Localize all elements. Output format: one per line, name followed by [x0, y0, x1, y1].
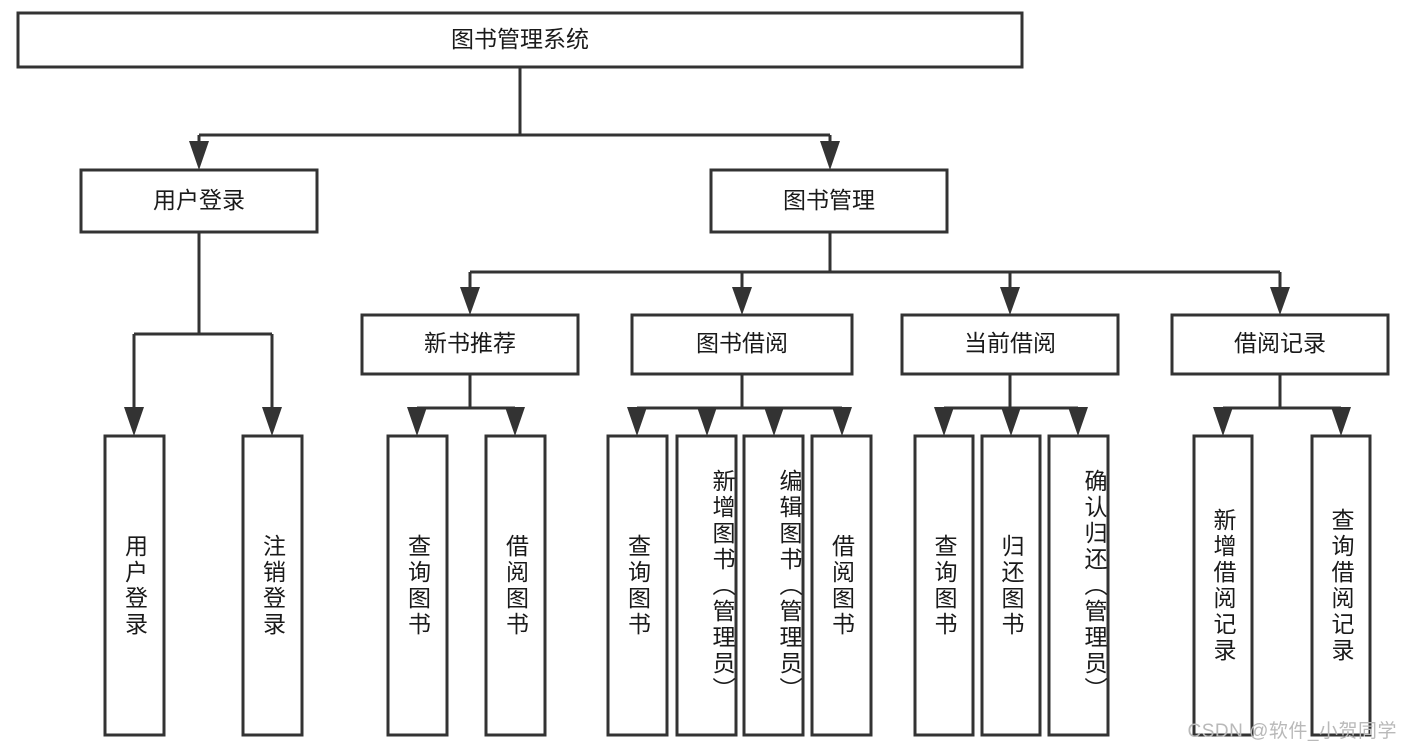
connector-root-to-level2 [189, 67, 840, 170]
node-borrow-record[interactable] [1170, 313, 1390, 376]
arrow-head-icon [189, 141, 209, 170]
arrow-head-icon [505, 407, 525, 436]
arrow-head-icon [1001, 407, 1021, 436]
node-book-borrow-label: 图书借阅 [696, 330, 788, 356]
arrow-head-icon [460, 287, 480, 315]
arrow-head-icon [832, 407, 852, 436]
node-leaf-add-book-admin[interactable] [675, 434, 738, 737]
arrow-head-icon [1068, 407, 1088, 436]
connector-borrowrecord-to-leaves [1213, 374, 1351, 436]
connector-userlogin-to-leaves [124, 232, 282, 436]
node-root[interactable] [16, 11, 1024, 69]
connector-borrowbook-to-leaves [627, 374, 852, 436]
node-leaf-add-borrow-record[interactable] [1192, 434, 1254, 737]
connector-currentborrow-to-leaves [934, 374, 1088, 436]
node-leaf-borrow-book-1[interactable] [484, 434, 547, 737]
connector-bookmgmt-to-level3 [460, 232, 1290, 315]
node-new-book-recommend[interactable] [360, 313, 580, 376]
node-book-borrow[interactable] [630, 313, 854, 376]
connector-newbook-to-leaves [407, 374, 525, 436]
arrow-head-icon [764, 407, 784, 436]
node-user-login[interactable] [79, 168, 319, 234]
node-leaf-query-book-1[interactable] [386, 434, 449, 737]
arrow-head-icon [262, 407, 282, 436]
arrow-head-icon [732, 287, 752, 315]
node-borrow-record-label: 借阅记录 [1234, 330, 1326, 356]
node-leaf-confirm-return-admin[interactable] [1047, 434, 1110, 737]
arrow-head-icon [627, 407, 647, 436]
node-leaf-query-borrow-record[interactable] [1310, 434, 1372, 737]
node-leaf-edit-book-admin[interactable] [742, 434, 805, 737]
node-current-borrow-label: 当前借阅 [964, 330, 1056, 356]
node-leaf-logout[interactable] [241, 434, 304, 737]
node-leaf-query-book-3[interactable] [913, 434, 975, 737]
arrow-head-icon [1000, 287, 1020, 315]
arrow-head-icon [1331, 407, 1351, 436]
node-leaf-borrow-book-2[interactable] [810, 434, 873, 737]
node-leaf-user-login[interactable] [103, 434, 166, 737]
node-root-label: 图书管理系统 [451, 26, 589, 52]
watermark: CSDN @软件_小贺同学 [1187, 721, 1397, 742]
node-user-login-label: 用户登录 [153, 187, 245, 213]
arrow-head-icon [124, 407, 144, 436]
node-book-management[interactable] [709, 168, 949, 234]
arrow-head-icon [407, 407, 427, 436]
arrow-head-icon [1213, 407, 1233, 436]
node-new-book-recommend-label: 新书推荐 [424, 330, 516, 356]
node-current-borrow[interactable] [900, 313, 1120, 376]
arrow-head-icon [1270, 287, 1290, 315]
arrow-head-icon [820, 141, 840, 170]
node-leaf-query-book-2[interactable] [606, 434, 669, 737]
node-leaf-return-book[interactable] [980, 434, 1042, 737]
arrow-head-icon [934, 407, 954, 436]
arrow-head-icon [697, 407, 717, 436]
node-book-management-label: 图书管理 [783, 187, 875, 213]
